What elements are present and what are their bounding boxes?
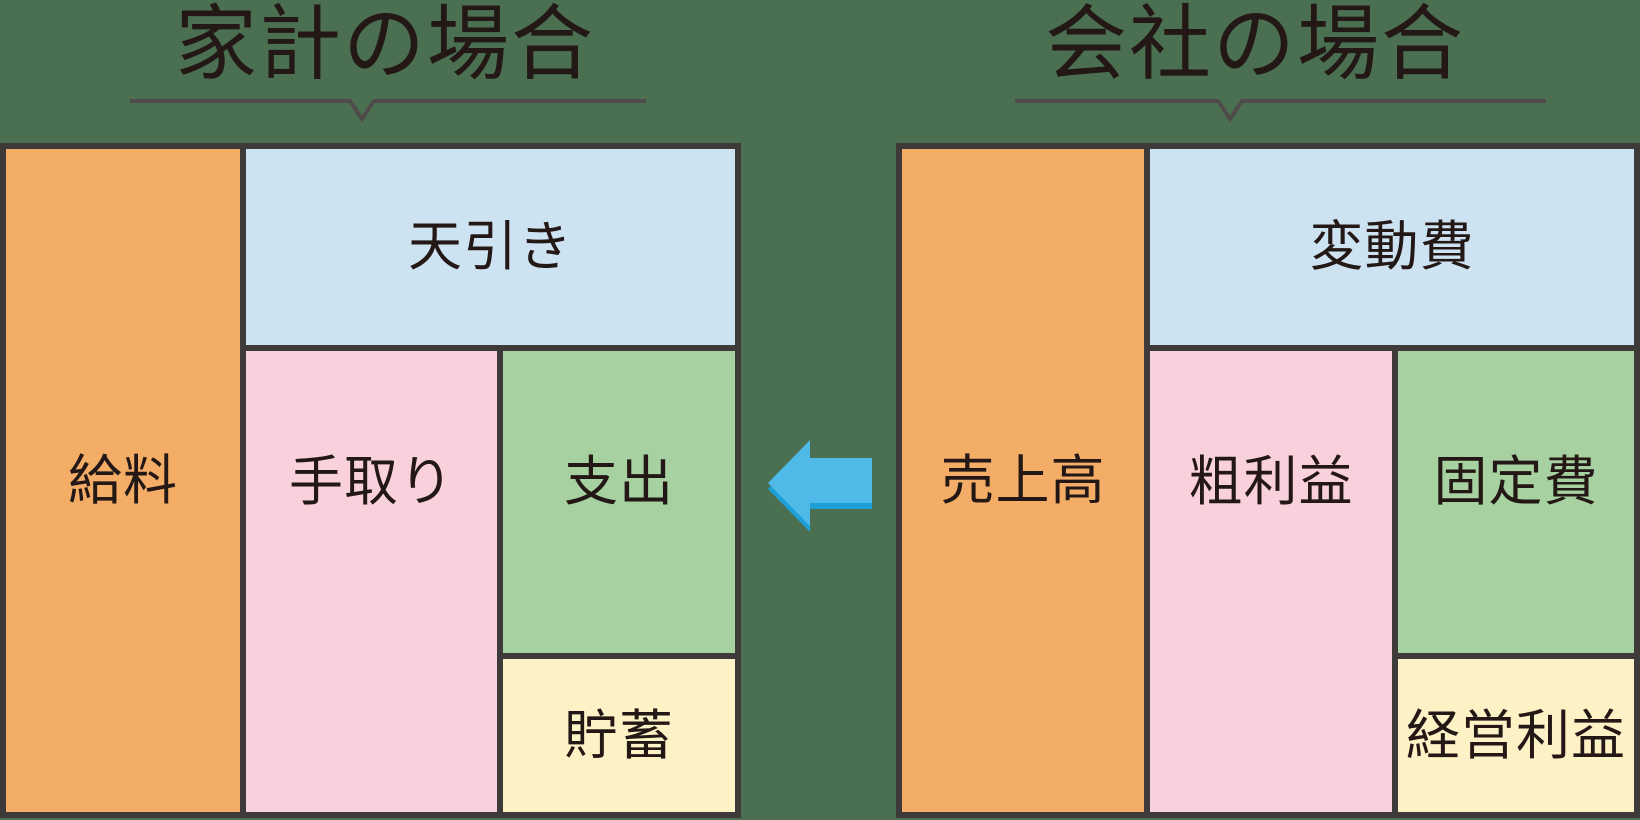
block-variable-costs: 変動費 (1150, 149, 1634, 345)
left-arrow-icon (768, 440, 872, 526)
block-variable-costs-label: 変動費 (1309, 217, 1475, 277)
block-gross-profit-label: 粗利益 (1188, 452, 1354, 512)
household-diagram: 給料 天引き 手取り 支出 貯蓄 (0, 143, 741, 818)
block-deduction: 天引き (246, 149, 735, 345)
company-section-title: 会社の場合 (1044, 0, 1465, 90)
block-fixed-costs: 固定費 (1398, 351, 1634, 653)
block-deduction-label: 天引き (408, 217, 573, 277)
block-fixed-costs-label: 固定費 (1433, 452, 1599, 512)
block-sales: 売上高 (902, 149, 1144, 812)
block-operating-profit-label: 経営利益 (1406, 705, 1626, 766)
block-spending: 支出 (503, 351, 735, 653)
household-bracket (130, 99, 646, 123)
block-sales-label: 売上高 (940, 450, 1106, 511)
block-savings-label: 貯蓄 (564, 705, 674, 766)
company-diagram: 売上高 変動費 粗利益 固定費 経営利益 (896, 143, 1640, 818)
block-salary: 給料 (6, 149, 240, 812)
block-savings: 貯蓄 (503, 659, 735, 812)
block-take-home: 手取り (246, 351, 497, 812)
block-spending-label: 支出 (564, 452, 674, 512)
block-gross-profit: 粗利益 (1150, 351, 1392, 812)
household-section-title: 家計の場合 (174, 0, 595, 90)
block-operating-profit: 経営利益 (1398, 659, 1634, 812)
left-arrow-shadow (768, 446, 872, 532)
block-salary-label: 給料 (68, 450, 178, 511)
company-bracket (1015, 99, 1546, 123)
block-take-home-label: 手取り (289, 452, 454, 512)
